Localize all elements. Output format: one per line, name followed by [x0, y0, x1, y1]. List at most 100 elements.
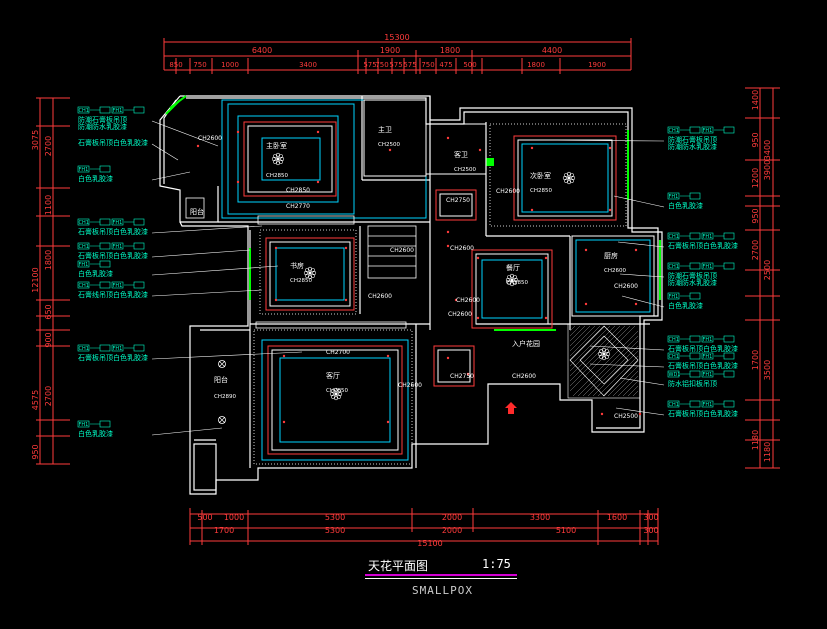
annotation-text: 石膏板吊顶白色乳胶漆 — [78, 251, 148, 260]
annotation-tag: FH1 — [703, 337, 713, 343]
room-ceiling-height: CH2500 — [378, 142, 400, 148]
annotation-text: 防潮石膏板吊顶 — [78, 115, 127, 124]
dim-bottom-detail: 2000 — [442, 526, 462, 535]
dim-right-outer: 3900 — [763, 160, 772, 180]
annotation-tag: CH1 — [79, 346, 89, 352]
annotation-text: 白色乳胶漆 — [78, 269, 113, 278]
annotation-tag: FH1 — [703, 372, 713, 378]
annotation-text: 白色乳胶漆 — [668, 201, 703, 210]
dim-bottom-segment: 3300 — [530, 513, 550, 522]
dim-right-inner: 950 — [751, 208, 760, 223]
right-dimension-group — [745, 87, 780, 469]
annotation-tag: FH1 — [79, 422, 89, 428]
dim-top-detail: 750 — [375, 61, 388, 69]
annotation-tag: WD1 — [669, 372, 681, 378]
dim-top-detail: 500 — [463, 61, 476, 69]
ceiling-height-label: CH2600 — [398, 382, 422, 389]
dim-top-detail: 3400 — [299, 61, 317, 69]
annotation-tag: FH1 — [113, 283, 123, 289]
dim-bottom-segment: 2000 — [442, 513, 462, 522]
dim-left-inner: 650 — [44, 304, 53, 319]
ceiling-light-icon — [218, 360, 226, 368]
dim-top-overall: 15300 — [384, 33, 409, 42]
dim-top-detail: 475 — [439, 61, 452, 69]
ceiling-height-label: CH2600 — [496, 188, 520, 195]
annotation-tag: FH1 — [703, 354, 713, 360]
ceiling-height-label: CH2750 — [446, 197, 470, 204]
room-ceiling-height: CH2500 — [454, 167, 476, 173]
dim-right-inner: 1400 — [751, 90, 760, 110]
annotation-tag: FH1 — [669, 294, 679, 300]
room-ceiling-height: CH2850 — [530, 188, 552, 194]
dim-left-outer: 950 — [31, 444, 40, 459]
annotation-tag: CH1 — [79, 108, 89, 114]
ceiling-height-label: CH2850 — [286, 187, 310, 194]
ceiling-height-label: CH2600 — [390, 247, 414, 254]
dim-left-outer: 3075 — [31, 130, 40, 150]
dim-bottom-segment: 5300 — [325, 513, 345, 522]
annotation-tag: FH1 — [113, 108, 123, 114]
room-ceiling-height: CH2890 — [214, 394, 236, 400]
dim-top-detail: 750 — [421, 61, 434, 69]
ceiling-lights — [218, 152, 611, 424]
room-name: 餐厅 — [506, 263, 520, 272]
room-ceiling-height: CH2850 — [290, 278, 312, 284]
dim-right-inner: 950 — [751, 132, 760, 147]
ceiling-light-icon — [562, 171, 576, 185]
dim-right-inner: 1180 — [751, 430, 760, 450]
annotation-tag: CH1 — [669, 354, 679, 360]
dim-bottom-segment: 1000 — [224, 513, 244, 522]
annotation-text: 白色乳胶漆 — [668, 301, 703, 310]
room-name: 厨房 — [604, 251, 618, 260]
ceiling-light-icon — [271, 152, 285, 166]
annotation-tag: FH1 — [79, 167, 89, 173]
title-underline-thin — [365, 578, 517, 579]
dim-top-segment: 4400 — [542, 46, 562, 55]
dim-bottom-overall: 15100 — [417, 539, 442, 548]
room-labels: 主卧室CH2850主卫CH2500客卫CH2500次卧室CH2850阳台书房CH… — [190, 125, 626, 400]
annotation-tag: FH1 — [79, 262, 89, 268]
entry-garden-pattern — [567, 323, 641, 399]
room-name: 主卫 — [378, 125, 392, 134]
ceiling-light-icon — [329, 387, 343, 401]
ceiling-height-label: CH2600 — [614, 283, 638, 290]
annotation-tag: CH1 — [669, 234, 679, 240]
room-name: 阳台 — [190, 207, 204, 216]
dim-bottom-detail: 5100 — [556, 526, 576, 535]
dim-bottom-segment: 1600 — [607, 513, 627, 522]
annotation-text: 石膏板吊顶白色乳胶漆 — [668, 361, 738, 370]
annotation-tag: FH1 — [703, 402, 713, 408]
ceiling-light-icon — [505, 273, 519, 287]
annotation-text: 石膏板吊顶白色乳胶漆 — [668, 344, 738, 353]
window-curtain-lines — [165, 95, 661, 331]
ceiling-height-label: CH2600 — [456, 297, 480, 304]
annotation-text: 白色乳胶漆 — [78, 174, 113, 183]
ceiling-height-label: CH2700 — [326, 349, 350, 356]
annotation-text: 石膏板吊顶白色乳胶漆 — [78, 353, 148, 362]
ceiling-height-label: CH2750 — [450, 373, 474, 380]
dim-left-inner: 2700 — [44, 136, 53, 156]
annotation-text: 石膏板吊顶白色乳胶漆 — [78, 227, 148, 236]
ceiling-height-label: CH2600 — [198, 135, 222, 142]
dim-bottom-detail: 300 — [643, 526, 658, 535]
title-underline — [365, 574, 517, 576]
dim-top-detail: 575 — [363, 61, 376, 69]
annotation-tag: FH1 — [113, 244, 123, 250]
dim-left-inner: 2700 — [44, 386, 53, 406]
annotation-tag: CH1 — [669, 264, 679, 270]
annotation-tag: FH1 — [113, 220, 123, 226]
annotation-text: 石膏板吊顶白色乳胶漆 — [668, 409, 738, 418]
dim-right-outer: 3500 — [763, 360, 772, 380]
annotation-text: 防潮石膏板吊顶 — [668, 271, 717, 280]
room-name: 主卧室 — [266, 141, 287, 150]
